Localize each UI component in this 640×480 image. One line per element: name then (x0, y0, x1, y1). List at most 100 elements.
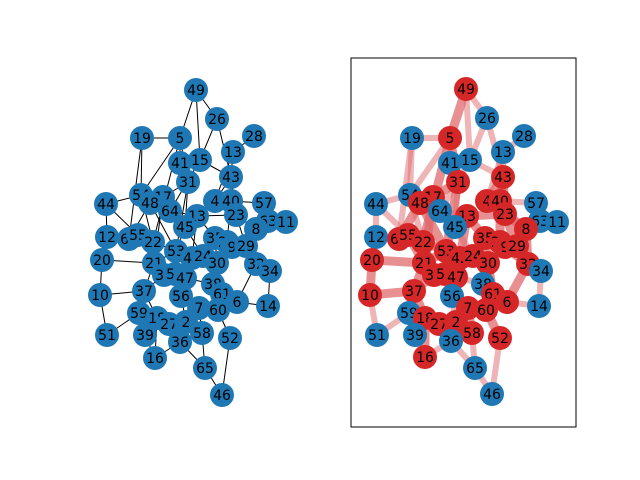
left-node-56: 56 (169, 284, 193, 308)
left-node-circle-11 (274, 210, 298, 234)
left-node-label-13: 13 (224, 145, 242, 161)
right-node-19: 19 (400, 126, 424, 150)
left-node-46: 46 (210, 383, 234, 407)
right-node-label-11: 11 (548, 215, 566, 231)
right-node-label-16: 16 (416, 350, 434, 366)
right-node-label-65: 65 (466, 361, 484, 377)
left-node-label-15: 15 (191, 153, 209, 169)
left-node-label-45: 45 (176, 220, 194, 236)
left-node-circle-15 (188, 148, 212, 172)
right-node-label-44: 44 (367, 197, 385, 213)
left-node-label-23: 23 (227, 208, 245, 224)
left-node-label-26: 26 (208, 112, 226, 128)
left-node-34: 34 (258, 259, 282, 283)
left-node-circle-59 (127, 301, 151, 325)
right-node-label-13: 13 (494, 145, 512, 161)
right-node-circle-6 (495, 290, 519, 314)
right-node-46: 46 (480, 382, 504, 406)
right-node-circle-36 (439, 329, 463, 353)
right-node-circle-19 (400, 126, 424, 150)
left-node-circle-39 (133, 323, 157, 347)
right-node-20: 20 (360, 248, 384, 272)
left-node-label-19: 19 (133, 131, 151, 147)
right-node-circle-51 (365, 323, 389, 347)
left-node-circle-52 (218, 326, 242, 350)
left-node-label-27: 27 (160, 317, 178, 333)
left-node-label-37: 37 (135, 284, 153, 300)
left-node-label-29: 29 (237, 239, 255, 255)
right-node-label-46: 46 (483, 387, 501, 403)
right-node-37: 37 (402, 279, 426, 303)
left-node-circle-48 (138, 191, 162, 215)
left-node-15: 15 (188, 148, 212, 172)
right-node-circle-28 (512, 124, 536, 148)
right-node-circle-13 (491, 140, 515, 164)
left-node-circle-34 (258, 259, 282, 283)
left-node-circle-31 (176, 170, 200, 194)
left-node-29: 29 (234, 234, 258, 258)
right-node-26: 26 (475, 106, 499, 130)
right-node-label-9: 9 (501, 240, 510, 256)
left-node-circle-16 (143, 346, 167, 370)
left-node-label-12: 12 (98, 230, 116, 246)
left-node-59: 59 (127, 301, 151, 325)
right-node-label-36: 36 (442, 334, 460, 350)
left-node-label-8: 8 (252, 222, 261, 238)
left-node-16: 16 (143, 346, 167, 370)
right-node-circle-29 (505, 234, 529, 258)
left-node-label-56: 56 (172, 289, 190, 305)
right-node-circle-5 (438, 126, 462, 150)
left-node-label-11: 11 (277, 215, 295, 231)
left-node-label-22: 22 (144, 235, 162, 251)
left-node-43: 43 (219, 165, 243, 189)
left-node-14: 14 (256, 294, 280, 318)
right-node-circle-23 (493, 202, 517, 226)
left-node-39: 39 (133, 323, 157, 347)
right-node-label-31: 31 (449, 175, 467, 191)
left-node-circle-30 (205, 251, 229, 275)
right-node-label-51: 51 (368, 328, 386, 344)
right-node-label-58: 58 (463, 326, 481, 342)
left-node-58: 58 (190, 321, 214, 345)
right-node-14: 14 (527, 294, 551, 318)
left-node-circle-58 (190, 321, 214, 345)
right-node-label-47: 47 (447, 270, 465, 286)
right-panel-frame (350, 57, 577, 428)
right-node-label-48: 48 (411, 196, 429, 212)
left-node-label-60: 60 (209, 303, 227, 319)
left-node-label-9: 9 (228, 240, 237, 256)
right-node-circle-47 (444, 265, 468, 289)
left-node-5: 5 (168, 126, 192, 150)
right-node-label-23: 23 (496, 207, 514, 223)
right-node-circle-64 (428, 199, 452, 223)
right-node-label-57: 57 (527, 196, 545, 212)
right-node-52: 52 (488, 326, 512, 350)
right-node-circle-14 (527, 294, 551, 318)
right-node-60: 60 (474, 298, 498, 322)
left-node-label-4: 4 (211, 194, 220, 210)
left-node-circle-13 (221, 140, 245, 164)
left-node-circle-5 (168, 126, 192, 150)
left-node-circle-28 (242, 124, 266, 148)
right-node-label-34: 34 (532, 264, 550, 280)
right-node-label-12: 12 (367, 230, 385, 246)
right-node-label-52: 52 (491, 331, 509, 347)
left-node-51: 51 (95, 323, 119, 347)
left-node-label-43: 43 (222, 170, 240, 186)
left-node-label-49: 49 (187, 83, 205, 99)
left-node-circle-49 (184, 78, 208, 102)
left-node-65: 65 (193, 356, 217, 380)
right-node-label-6: 6 (503, 295, 512, 311)
right-node-circle-16 (413, 345, 437, 369)
right-node-circle-11 (545, 210, 569, 234)
left-node-37: 37 (132, 279, 156, 303)
right-node-43: 43 (491, 165, 515, 189)
left-node-label-14: 14 (259, 299, 277, 315)
left-node-label-51: 51 (98, 328, 116, 344)
left-node-circle-20 (90, 248, 114, 272)
left-node-52: 52 (218, 326, 242, 350)
left-node-label-57: 57 (255, 196, 273, 212)
left-node-13: 13 (221, 140, 245, 164)
right-node-label-43: 43 (494, 170, 512, 186)
